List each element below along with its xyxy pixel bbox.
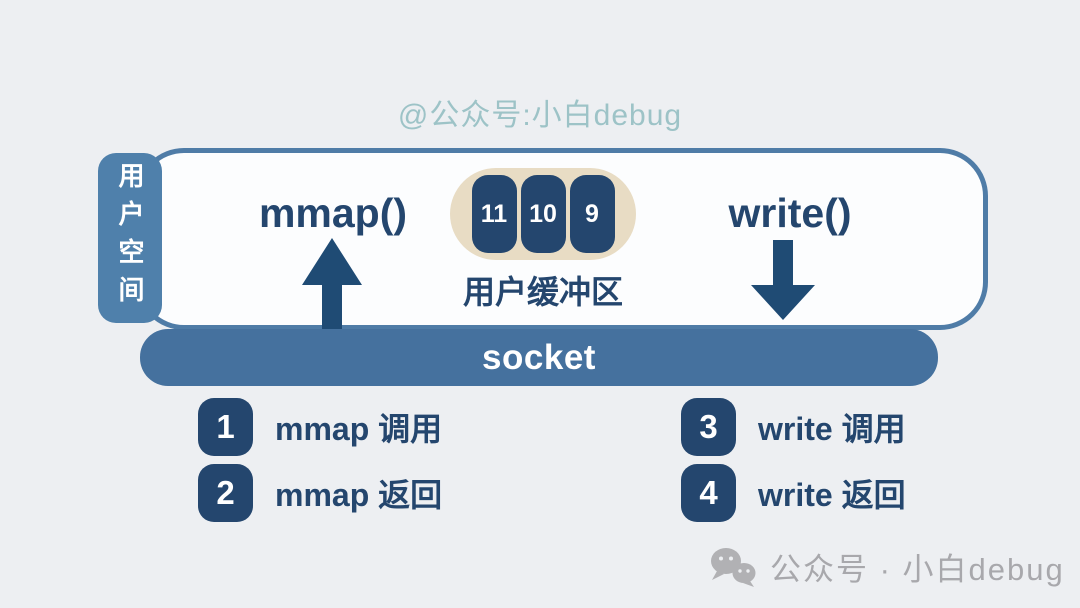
wechat-icon bbox=[711, 547, 756, 587]
buffer-cell: 9 bbox=[569, 175, 615, 253]
step-write-return: 4 write 返回 bbox=[681, 464, 906, 522]
step-number-badge: 3 bbox=[681, 398, 736, 456]
step-label: write 调用 bbox=[758, 411, 906, 447]
watermark-text: @公众号:小白debug bbox=[397, 99, 683, 132]
write-label: write() bbox=[728, 190, 852, 236]
step-label: mmap 调用 bbox=[275, 411, 443, 447]
step-mmap-return: 2 mmap 返回 bbox=[198, 464, 442, 522]
buffer-cell: 11 bbox=[471, 175, 517, 253]
step-mmap-call: 1 mmap 调用 bbox=[198, 398, 442, 456]
step-write-call: 3 write 调用 bbox=[681, 398, 906, 456]
buffer-cell: 10 bbox=[520, 175, 566, 253]
footer-brand: 公众号 · 小白debug bbox=[708, 544, 1065, 589]
socket-label: socket bbox=[482, 337, 596, 377]
user-space-tab: 用户空间 bbox=[98, 153, 162, 323]
step-number-badge: 4 bbox=[681, 464, 736, 522]
user-buffer-label: 用户缓冲区 bbox=[462, 274, 623, 310]
footer-brand-text: 公众号 · 小白debug bbox=[770, 552, 1065, 587]
socket-bar: socket bbox=[140, 329, 938, 386]
user-space-label: 用户空间 bbox=[115, 162, 145, 314]
step-number-badge: 1 bbox=[198, 398, 253, 456]
mmap-label: mmap() bbox=[258, 190, 408, 236]
mmap-up-arrow bbox=[302, 238, 362, 333]
user-buffer: 11 10 9 bbox=[450, 168, 636, 260]
write-down-arrow bbox=[751, 240, 815, 320]
step-label: write 返回 bbox=[758, 477, 906, 513]
step-label: mmap 返回 bbox=[275, 477, 443, 513]
step-number-badge: 2 bbox=[198, 464, 253, 522]
